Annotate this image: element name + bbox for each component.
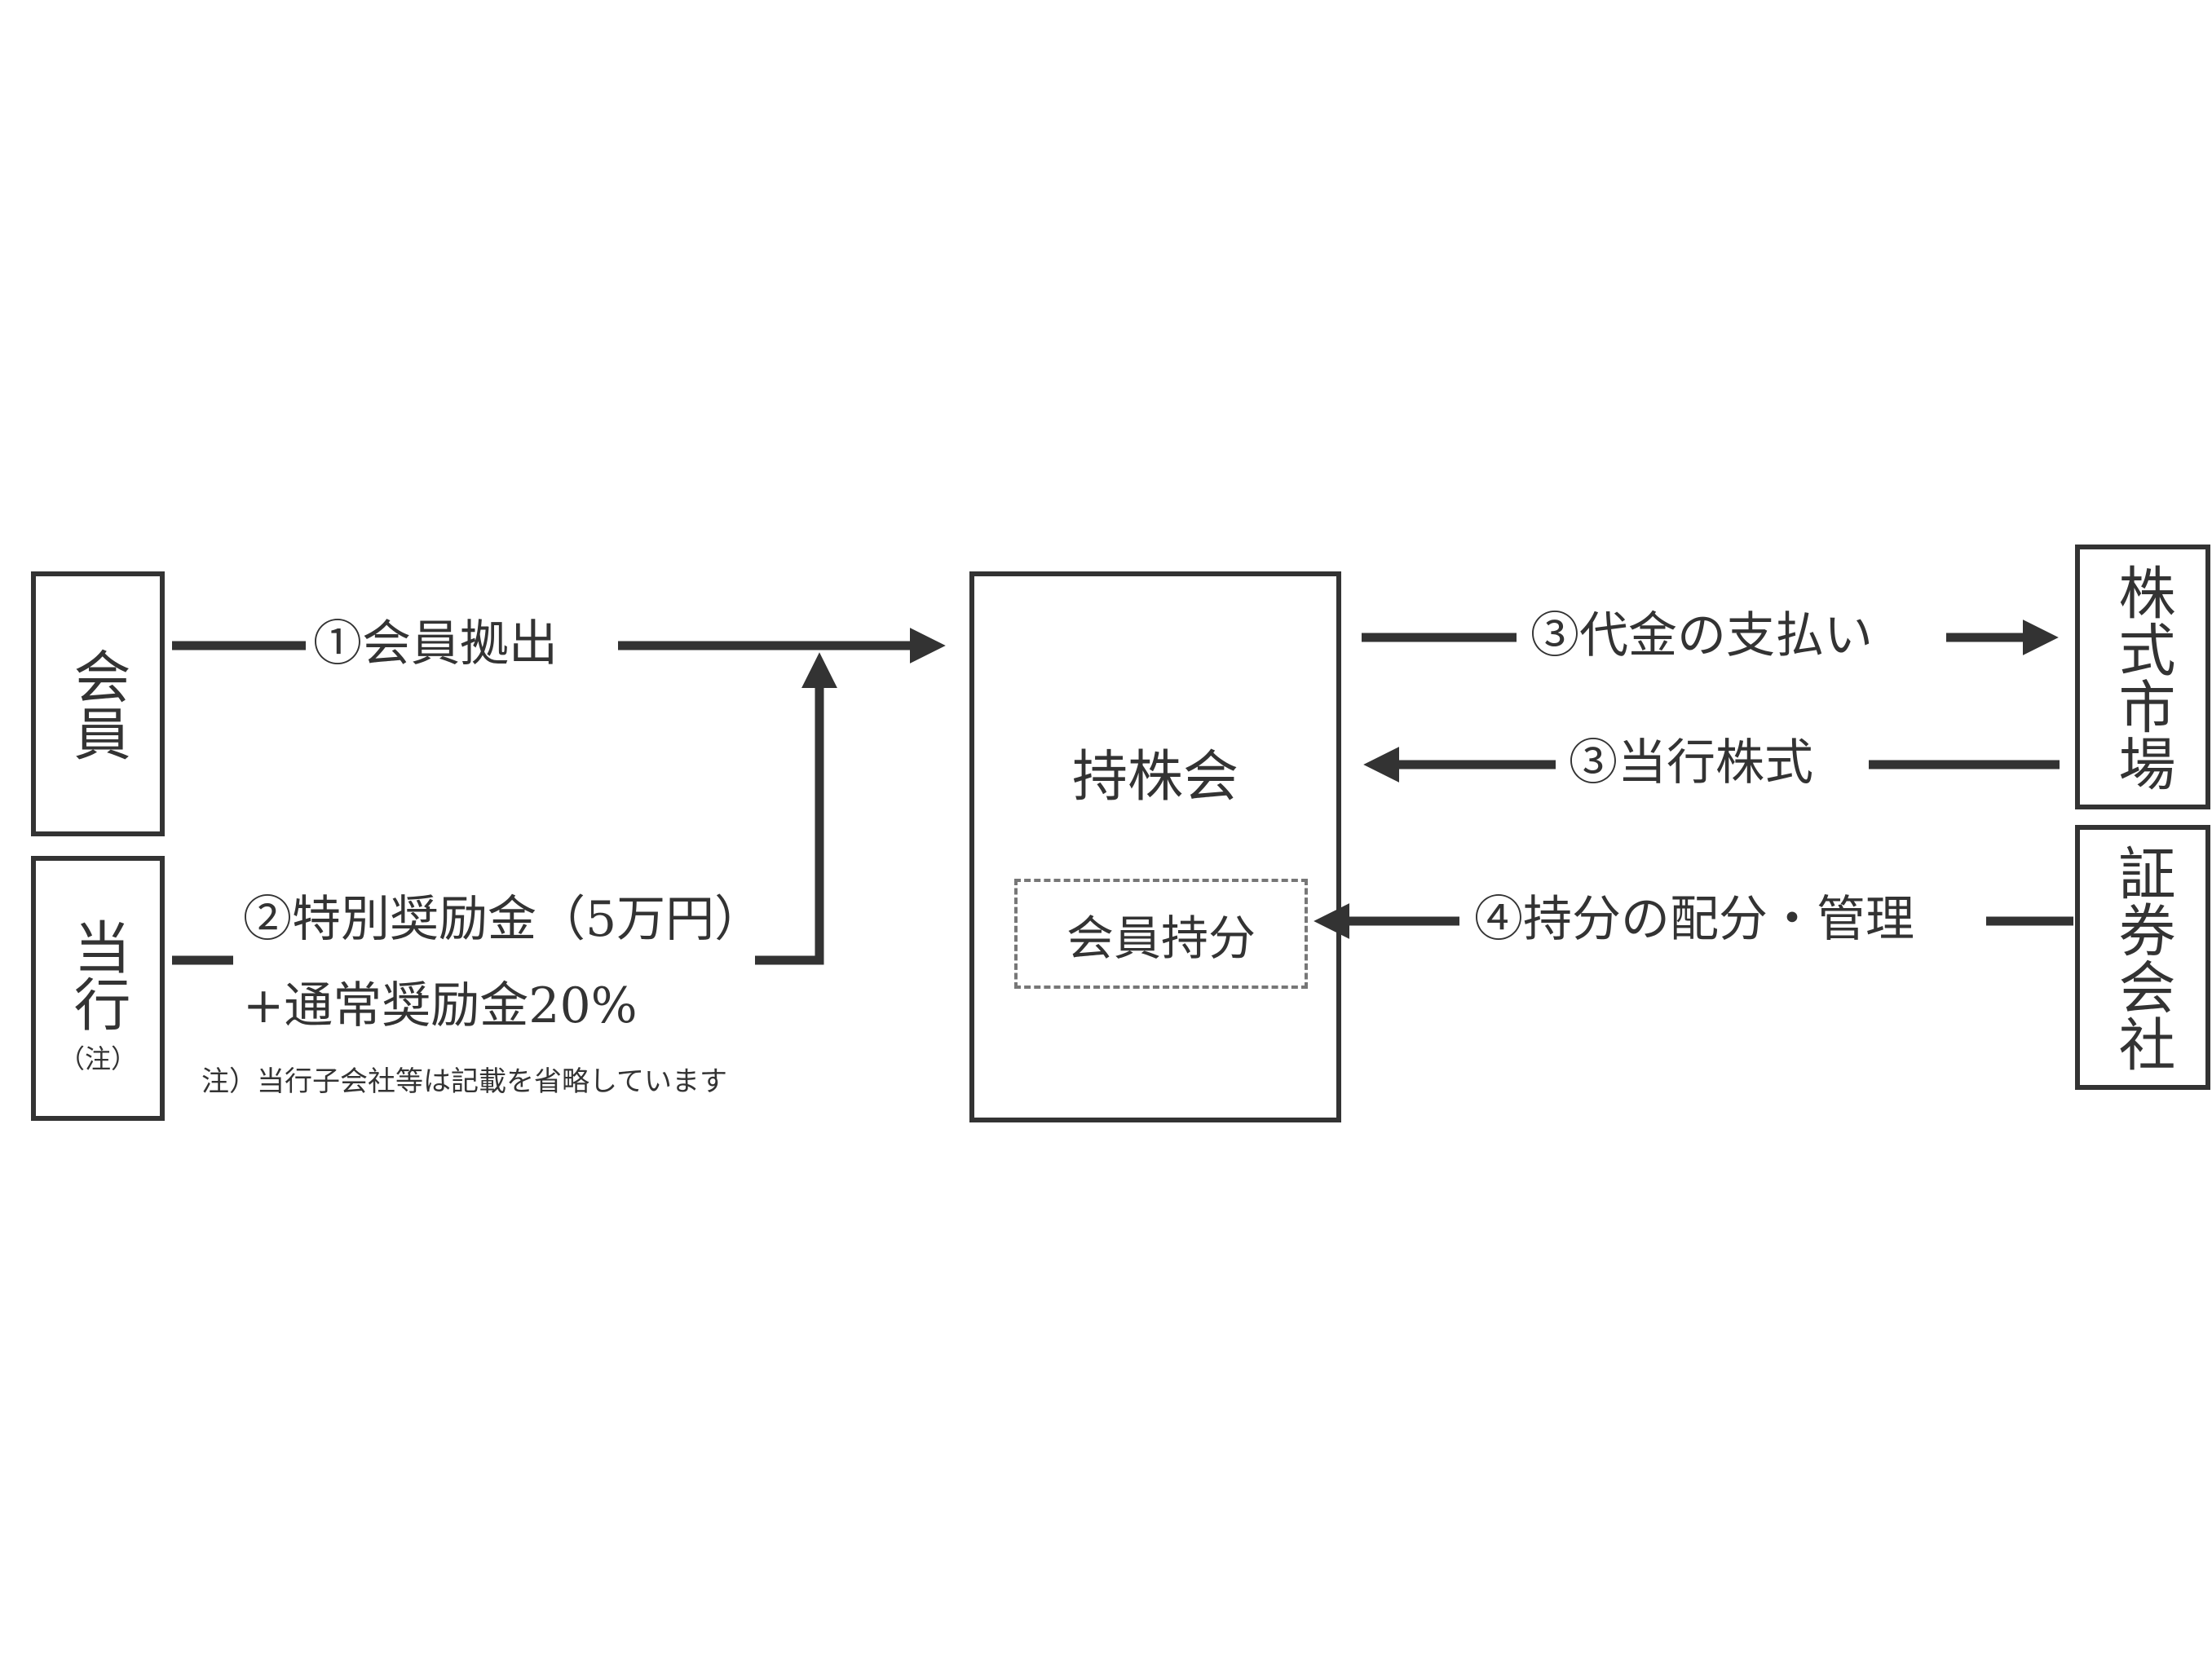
bank-shares-label: ③当行株式 <box>1569 734 1813 792</box>
member-share-box: 会員持分 <box>1014 879 1308 989</box>
special-incentive-label: ②特別奨励金（5万円） <box>243 891 764 948</box>
member-box: 会員 <box>31 571 165 836</box>
member-share-label: 会員持分 <box>1066 910 1256 966</box>
stock-market-label: 株式市場 <box>2109 562 2176 792</box>
payment-label: ③代金の支払い <box>1530 607 1873 664</box>
securities-company-box: 証券会社 <box>2075 825 2210 1090</box>
securities-company-label: 証券会社 <box>2109 843 2176 1072</box>
association-box: 持株会 <box>969 571 1341 1122</box>
bank-box: 当行 （注） <box>31 856 165 1121</box>
allocation-label: ④持分の配分・管理 <box>1474 891 1914 948</box>
stock-market-box: 株式市場 <box>2075 545 2210 809</box>
bank-label: 当行 <box>64 917 131 1032</box>
member-label: 会員 <box>64 646 131 761</box>
footnote: 注）当行子会社等は記載を省略しています <box>201 1065 727 1098</box>
regular-incentive-label: +通常奨励金20% <box>243 977 638 1034</box>
bank-note-mark: （注） <box>58 1043 137 1074</box>
member-contribution-label: ①会員拠出 <box>313 615 558 672</box>
bank-arrow <box>755 652 837 965</box>
association-label: 持株会 <box>1071 745 1238 809</box>
